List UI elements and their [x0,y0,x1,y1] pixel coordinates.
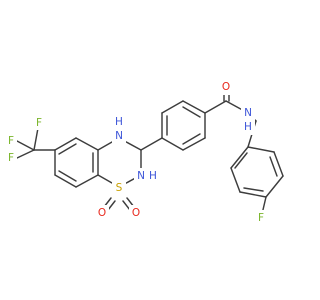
structure-canvas: F F F H N N H S O O O N H F [5,79,284,226]
bond-fph-3 [239,191,267,198]
bond-benzo-1 [54,137,77,151]
bond-ph-carbonyl [204,100,227,114]
atom-f1: F [8,135,14,147]
molecule-drawing: F F F H N N H S O O O N H F [5,79,284,226]
bond-fph-4 [265,175,284,198]
atom-h2: H [149,170,157,182]
bond-fph-3-inner [243,187,264,192]
bond-c3-phenyl [140,137,163,151]
atom-o2: O [132,207,140,219]
bond-cf3-c-f3 [33,127,39,151]
bond-ph-5-inner [182,133,201,145]
atom-h4: H [115,116,123,128]
bond-benzo-4 [75,174,99,188]
atom-o-amide: O [222,81,230,93]
atom-f3: F [36,117,42,129]
bond-fph-2 [230,167,241,193]
bond-fph-1-inner [234,152,248,169]
bond-s-o1-b [107,200,116,211]
atom-n4: N [115,130,123,142]
bond-ph-3-inner [182,106,201,118]
bond-ph-2 [161,100,184,114]
atom-n2: N [137,170,145,182]
bond-fph-1 [230,146,249,169]
bond-fph-6 [247,146,275,153]
bond-ph-3 [182,100,206,114]
bond-ph-5 [182,137,206,151]
bond-benzo-2 [75,137,99,151]
atom-n-amide: N [244,107,252,119]
atom-f2: F [8,152,14,164]
bond-cf3-c-f1 [16,140,35,151]
bond-s-o2-b [122,200,131,211]
atom-labels: F F F H N N H S O O O N H F [5,79,267,226]
atom-f-para: F [258,212,264,224]
bond-benzo-5-inner [58,170,77,182]
bond-fph-5-inner [269,156,278,177]
bond-benzo-1-inner [58,143,77,155]
bond-cf3-c-f2 [16,149,35,159]
atom-o1: O [98,207,106,219]
bond-ph-6 [161,137,184,151]
atom-h-amide: H [244,121,252,133]
bond-fph-5 [273,151,284,177]
bond-benzo-5 [54,174,77,188]
atom-s1: S [116,182,123,194]
